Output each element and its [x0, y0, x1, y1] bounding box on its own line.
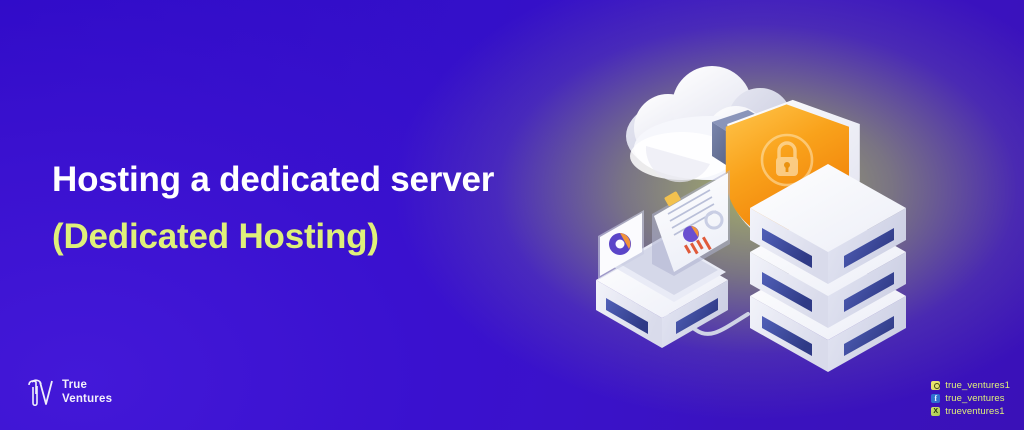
- headline-block: Hosting a dedicated server (Dedicated Ho…: [52, 152, 612, 265]
- social-handle: trueventures1: [945, 406, 1005, 417]
- floating-chart-panel: [598, 210, 644, 280]
- social-link-facebook[interactable]: f true_ventures: [931, 393, 1010, 404]
- x-twitter-icon: X: [931, 407, 941, 416]
- page-title: Hosting a dedicated server: [52, 160, 495, 199]
- logo-wordmark: True Ventures: [62, 379, 112, 406]
- instagram-icon: [931, 381, 941, 390]
- server-unit: [750, 164, 906, 284]
- padlock-icon: [760, 133, 814, 187]
- server-rack-stack: [750, 164, 906, 372]
- laptop-icon: [598, 170, 730, 302]
- social-handle: true_ventures1: [945, 380, 1010, 391]
- page-subtitle: (Dedicated Hosting): [52, 216, 379, 256]
- true-ventures-monogram-icon: [28, 379, 53, 407]
- dashboard-screen: [664, 189, 724, 255]
- facebook-icon: f: [931, 394, 941, 403]
- dedicated-hosting-illustration: [590, 28, 970, 378]
- social-link-x-twitter[interactable]: X trueventures1: [931, 406, 1010, 417]
- logo-name-line1: True: [62, 379, 88, 392]
- social-link-instagram[interactable]: true_ventures1: [931, 380, 1010, 391]
- social-handle: true_ventures: [945, 393, 1005, 404]
- social-links: true_ventures1 f true_ventures X trueven…: [931, 380, 1010, 417]
- true-ventures-logo[interactable]: True Ventures: [26, 377, 112, 409]
- logo-name-line2: Ventures: [62, 393, 113, 405]
